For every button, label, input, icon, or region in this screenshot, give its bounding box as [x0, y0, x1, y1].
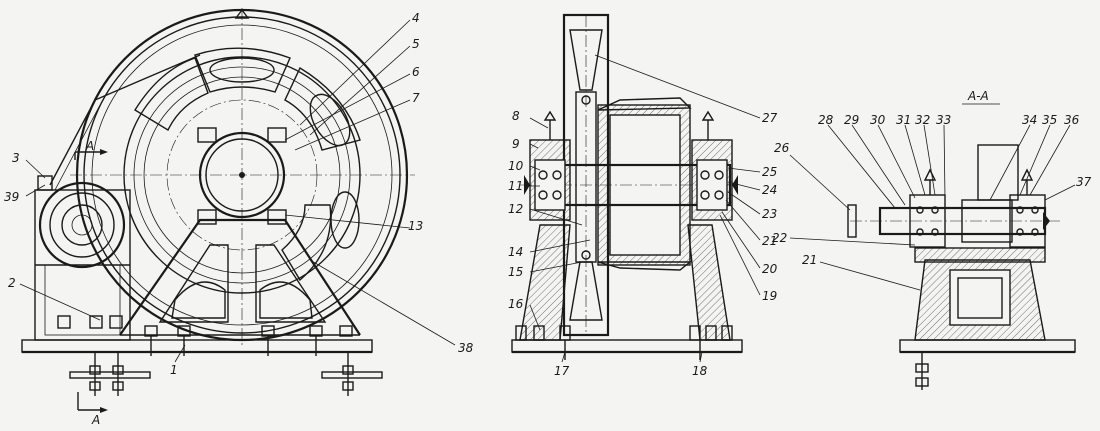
- section-title: A-A: [967, 89, 989, 103]
- callout-37: 37: [1076, 175, 1092, 189]
- callout-33: 33: [936, 113, 951, 127]
- callout-15: 15: [508, 265, 523, 279]
- callout-27: 27: [762, 111, 778, 125]
- callout-6: 6: [412, 65, 420, 79]
- callout-21b: 21: [802, 253, 817, 267]
- callout-31: 31: [896, 113, 911, 127]
- callout-19: 19: [762, 289, 777, 303]
- callout-26: 26: [774, 141, 790, 155]
- callout-25: 25: [762, 165, 777, 179]
- callout-10: 10: [508, 159, 524, 173]
- section-mark-bottom-label: A: [91, 413, 100, 426]
- callout-20: 20: [762, 262, 778, 276]
- callout-28: 28: [818, 113, 834, 127]
- callout-21: 21: [762, 234, 777, 248]
- callout-16: 16: [508, 297, 524, 311]
- front-elevation-view: A A 4 5 6 7 13 38 1 2 39 3: [4, 8, 474, 427]
- callout-32: 32: [915, 113, 930, 127]
- callout-17: 17: [554, 364, 570, 378]
- callout-9: 9: [512, 137, 520, 151]
- callout-34: 34: [1022, 113, 1037, 127]
- callout-7: 7: [412, 91, 420, 105]
- callout-22: 22: [772, 231, 787, 245]
- callout-14: 14: [508, 245, 523, 259]
- callout-5: 5: [412, 37, 420, 51]
- side-section-view: 8 9 10 11 12 14 15 16 17 18 19 20 21 23 …: [508, 13, 778, 378]
- section-aa-view: A-A: [772, 89, 1092, 390]
- callout-13: 13: [408, 219, 423, 233]
- callout-2: 2: [8, 276, 16, 290]
- callout-39: 39: [4, 190, 19, 204]
- callout-29: 29: [844, 113, 859, 127]
- callout-8: 8: [512, 109, 520, 123]
- section-mark-top: A: [74, 139, 108, 160]
- callout-35: 35: [1042, 113, 1057, 127]
- callout-38: 38: [458, 341, 474, 355]
- callout-36: 36: [1064, 113, 1080, 127]
- callout-1: 1: [170, 363, 178, 377]
- section-mark-bottom: A: [77, 392, 108, 427]
- callout-11: 11: [508, 179, 523, 193]
- section-mark-top-label: A: [85, 139, 94, 153]
- callout-30: 30: [870, 113, 886, 127]
- callout-3: 3: [12, 151, 20, 165]
- callout-12: 12: [508, 202, 523, 216]
- callout-4: 4: [412, 11, 420, 25]
- callout-23: 23: [762, 207, 777, 221]
- callout-24: 24: [762, 183, 777, 197]
- callout-18: 18: [692, 364, 708, 378]
